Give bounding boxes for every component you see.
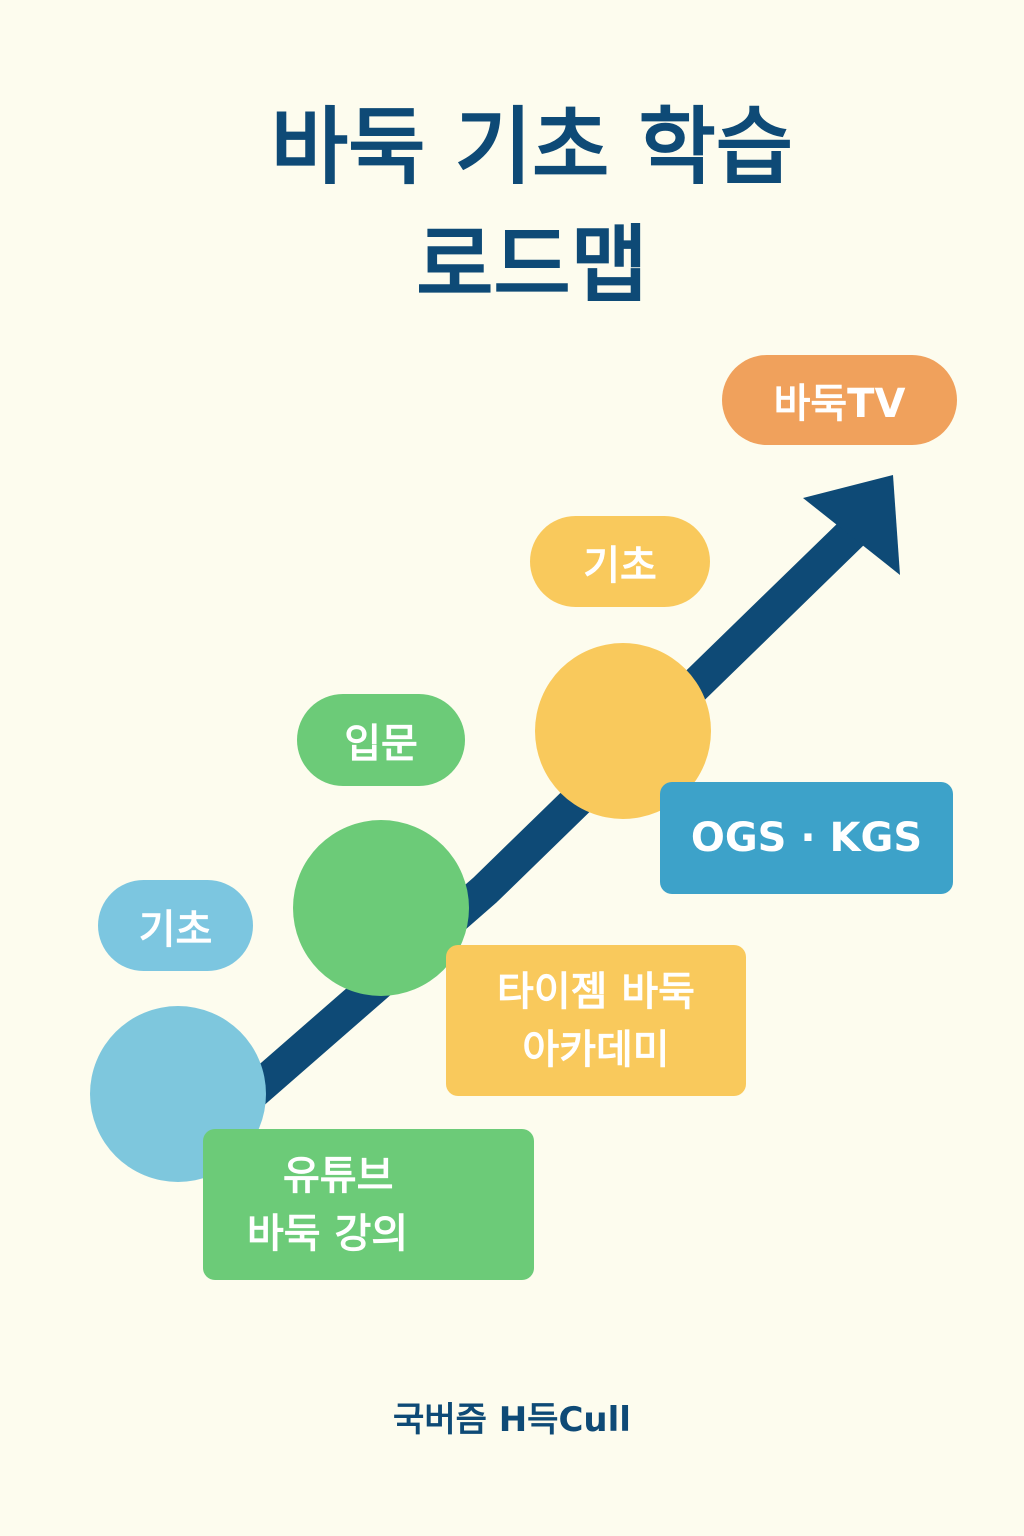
arrow-head (803, 475, 900, 575)
stage-2-label: 입문 (297, 694, 465, 786)
tygem-academy-box: 타이젬 바둑 아카데미 (446, 945, 746, 1096)
youtube-lessons-line-2: 바둑 강의 (247, 1210, 409, 1257)
youtube-lessons-box: 유튜브 바둑 강의 (203, 1129, 534, 1280)
tygem-academy-line-2: 아카데미 (522, 1026, 670, 1073)
stage-2-circle (293, 820, 469, 996)
stage-3-label: 기초 (530, 516, 710, 607)
tygem-academy-line-1: 타이젬 바둑 (497, 968, 695, 1015)
title-line-1: 바둑 기초 학습 (270, 98, 794, 196)
top-goal-label: 바둑TV (722, 355, 957, 445)
go-servers-box: OGS · KGS (660, 782, 953, 894)
footer-logo-text: 국버즘 H득Cull (393, 1400, 631, 1440)
go-servers-label: OGS · KGS (690, 815, 923, 861)
title-line-2: 로드맵 (416, 216, 648, 314)
arrow-shaft (198, 517, 867, 1143)
stage-1-label: 기초 (98, 880, 253, 971)
page-title: 바둑 기초 학습 로드맵 (0, 88, 1024, 324)
youtube-lessons-line-1: 유튜브 (283, 1152, 394, 1199)
